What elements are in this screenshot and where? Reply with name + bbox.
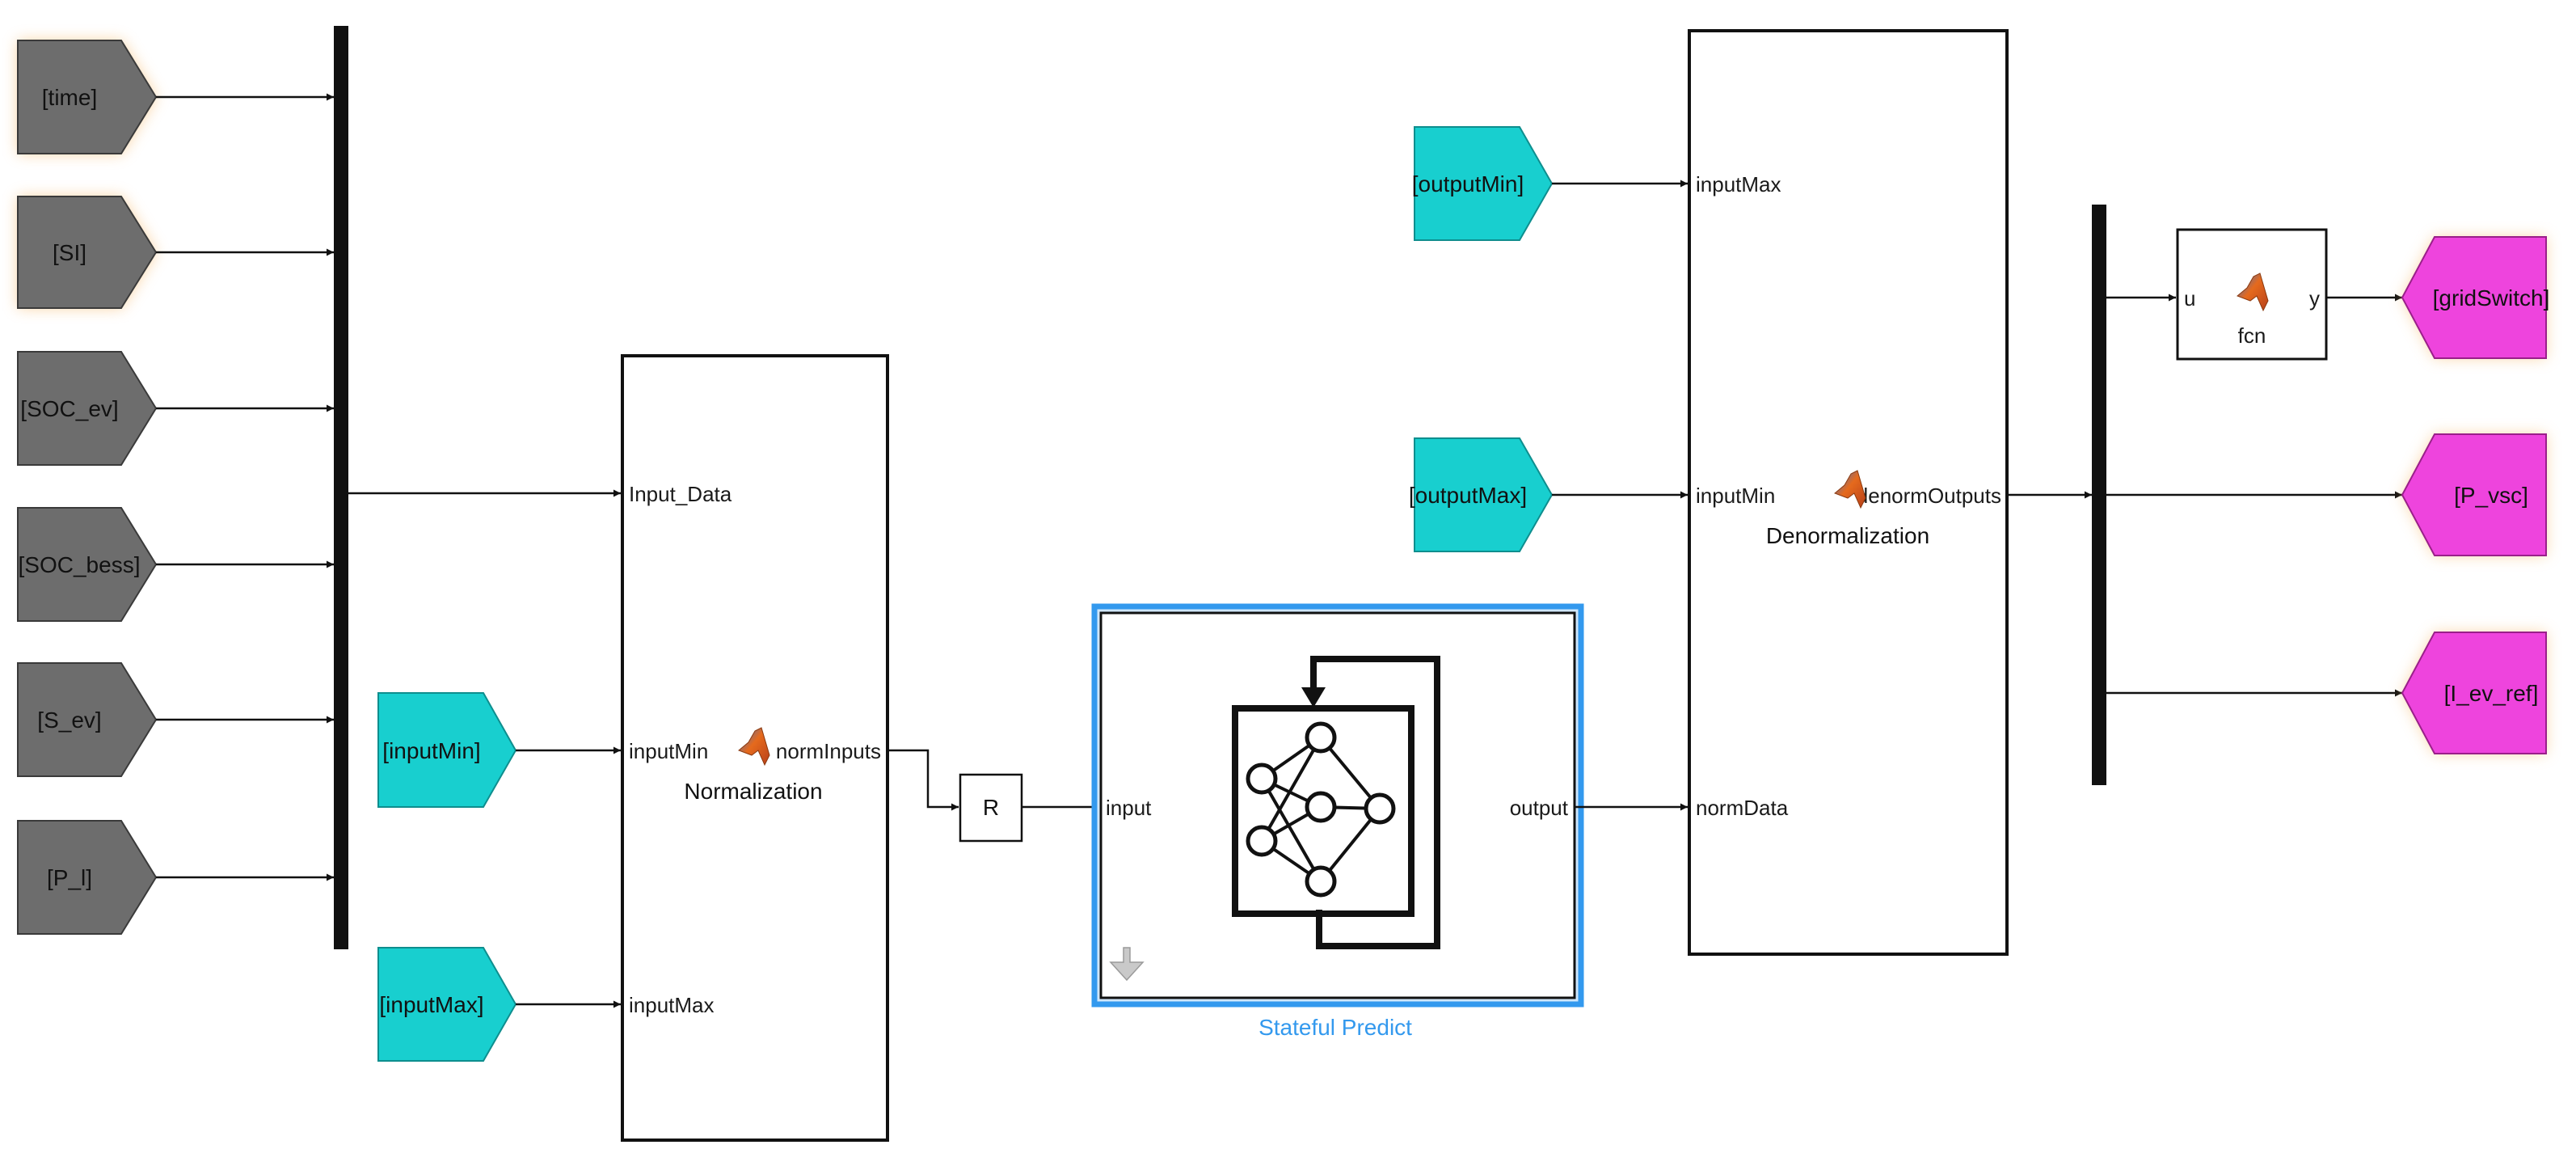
from-tag-output-min[interactable]: [outputMin] [1412,126,1554,241]
port-norm-data-label: normData [1696,796,1789,820]
input-from-tags: [time] [SI] [SOC_ev] [SOC_bess] [S_ev] [… [17,40,158,935]
port-denorm-outputs-label: denormOutputs [1857,484,2001,508]
normalization-caption: Normalization [684,779,822,804]
denormalization-block[interactable]: inputMax inputMin normData denormOutputs… [1688,29,2009,956]
norm-inputs-signal [887,749,959,811]
goto-tag-label: [gridSwitch] [2433,285,2550,311]
denormalization-caption: Denormalization [1766,523,1929,548]
from-tag-label: [SOC_bess] [19,552,141,577]
port-input-label: input [1106,796,1152,820]
from-tag-input-min[interactable]: [inputMin] [377,692,517,808]
from-tag-label: [P_l] [47,865,92,890]
port-input-max-label: inputMax [629,993,715,1017]
stateful-predict-caption: Stateful Predict [1258,1015,1412,1040]
reshape-block-label: R [983,795,999,820]
output-demux-block[interactable] [2092,205,2106,785]
recurrent-neural-network-icon [1232,656,1440,949]
goto-tag-grid-switch[interactable]: [gridSwitch] [2401,236,2550,359]
from-tag-label: [outputMax] [1409,483,1527,508]
from-tag-soc-bess[interactable]: [SOC_bess] [17,507,158,622]
port-input-data-label: Input_Data [629,482,732,506]
reshape-block[interactable]: R [959,773,1023,843]
matlab-function-icon [1834,470,1866,509]
port-norm-inputs-label: normInputs [776,739,881,763]
from-tag-time[interactable]: [time] [17,40,158,154]
port-input-min-label: inputMin [1696,484,1775,508]
port-input-min-label: inputMin [629,739,708,763]
port-y-label: y [2309,286,2320,311]
from-tag-label: [S_ev] [37,708,101,733]
look-under-mask-icon[interactable] [1109,947,1145,982]
mux-input-signals [156,93,334,881]
from-tag-input-max[interactable]: [inputMax] [377,947,517,1062]
stateful-predict-block[interactable]: input output [1091,603,1584,1008]
goto-tag-i-ev-ref[interactable]: [I_ev_ref] [2401,632,2547,754]
from-tag-s-ev[interactable]: [S_ev] [17,662,158,777]
from-tag-label: [SI] [53,240,86,265]
port-output-label: output [1510,796,1569,820]
from-tag-label: [SOC_ev] [20,396,118,421]
from-tag-label: [inputMin] [382,738,480,763]
output-goto-tags: [gridSwitch] [P_vsc] [I_ev_ref] [2401,236,2550,754]
goto-tag-label: [I_ev_ref] [2444,681,2539,706]
goto-tag-label: [P_vsc] [2454,483,2528,508]
from-tag-soc-ev[interactable]: [SOC_ev] [17,351,158,466]
normalization-block[interactable]: Input_Data inputMin inputMax normInputs … [621,354,889,1142]
fcn-caption: fcn [2238,323,2266,348]
port-input-max-label: inputMax [1696,172,1781,196]
from-tag-si[interactable]: [SI] [17,196,158,309]
from-tag-label: [inputMax] [379,992,483,1017]
input-mux-block[interactable] [334,26,348,949]
from-tag-p-l[interactable]: [P_l] [17,820,158,935]
from-tag-label: [time] [42,85,97,110]
fcn-block[interactable]: u y fcn [2176,228,2328,361]
goto-tag-p-vsc[interactable]: [P_vsc] [2401,433,2547,556]
from-tag-output-max[interactable]: [outputMax] [1409,437,1554,552]
matlab-function-icon [738,727,770,767]
from-tag-label: [outputMin] [1412,171,1524,196]
port-u-label: u [2184,286,2195,311]
matlab-function-icon [2237,272,2269,312]
